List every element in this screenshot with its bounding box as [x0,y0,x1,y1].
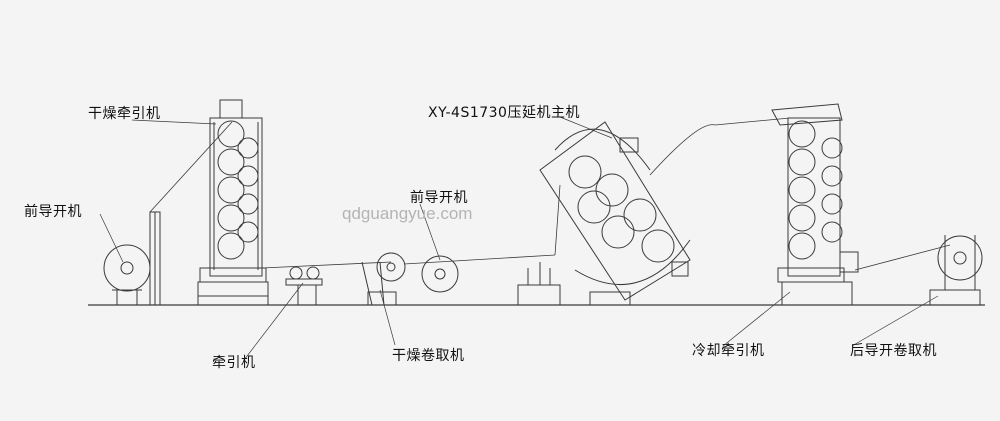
label-drying-traction: 干燥牵引机 [88,106,161,122]
label-front-unwinder-mid: 前导开机 [410,190,468,206]
rear-unwind-winder [929,235,983,306]
label-drying-winder: 干燥卷取机 [392,348,465,364]
label-rear-unwind-winder: 后导开卷取机 [850,343,937,359]
label-cooling-traction: 冷却牵引机 [692,343,765,359]
guide-stand [517,262,631,306]
traction-machine [285,266,323,306]
label-front-unwinder-left: 前导开机 [24,204,82,220]
front-unwinder-left [103,211,161,306]
cooling-traction-tower [771,103,859,306]
drying-winder [361,252,406,306]
label-calender-main: XY-4S1730压延机主机 [428,105,580,121]
label-traction: 牵引机 [212,355,256,371]
watermark: qdguangyue.com [342,204,473,223]
calender-main-machine [539,121,691,301]
drying-traction-tower [197,99,269,306]
web-path [149,117,951,271]
leader-lines [99,116,939,361]
front-unwinder-mid [421,255,459,293]
